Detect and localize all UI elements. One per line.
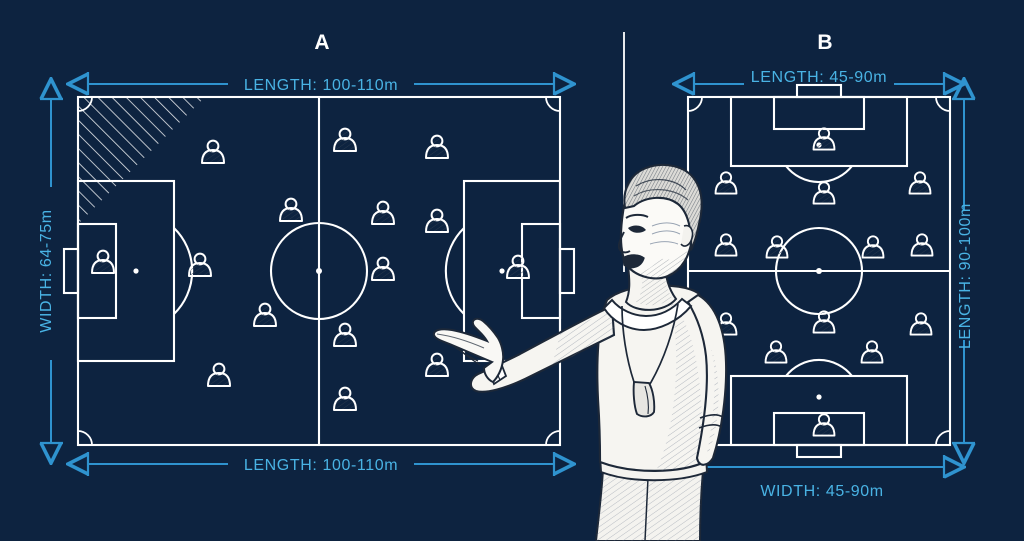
pitch-b-top-goal (795, 83, 843, 99)
dim-b-length-top (694, 72, 944, 95)
dim-label-a-length-top: LENGTH: 100-110m (244, 77, 398, 94)
pitch-b-corner-br (935, 430, 951, 446)
pitch-b-players (714, 127, 934, 437)
dim-label-b-length-right: LENGTH: 90-100m (957, 203, 974, 349)
player-marker (765, 235, 789, 259)
player-marker (425, 134, 449, 159)
dim-label-b-width-bottom: WIDTH: 45-90m (760, 483, 883, 500)
player-marker (91, 249, 115, 274)
player-marker (253, 302, 277, 327)
player-marker (909, 312, 933, 336)
player-marker (333, 322, 357, 347)
pitch-a-right-goal (558, 247, 576, 295)
pitch-b-corner-tl (687, 96, 703, 112)
pitch-a (62, 95, 576, 447)
player-marker (812, 310, 836, 334)
dim-label-a-width-left: WIDTH: 64-75m (38, 209, 55, 332)
player-marker (207, 362, 231, 387)
player-marker (333, 127, 357, 152)
dim-a-length-top (88, 72, 554, 95)
dim-label-a-length-bottom: LENGTH: 100-110m (244, 457, 398, 474)
pitch-b-bottom-arc (785, 359, 853, 377)
pitch-a-corner-tl (77, 96, 93, 112)
pitch-b-centre-spot (816, 268, 822, 274)
pitch-a-centre-circle (269, 221, 369, 321)
pitch-b-bottom-goal (795, 443, 843, 459)
pitch-a-corner-br (545, 430, 561, 446)
pitch-b-bottom-penalty-spot (816, 394, 822, 400)
player-marker (506, 254, 530, 279)
player-marker (764, 340, 788, 364)
player-marker (425, 352, 449, 377)
player-marker (812, 413, 836, 437)
player-marker (371, 256, 395, 281)
pitch-a-corner-bl (77, 430, 93, 446)
player-marker (714, 171, 738, 195)
pitch-a-players (91, 127, 530, 411)
pitch-a-right-penalty-spot (499, 268, 505, 274)
player-marker (201, 139, 225, 164)
dim-label-b-length-top: LENGTH: 45-90m (751, 69, 887, 86)
pitch-a-centre-spot (316, 268, 322, 274)
panel-a-label: A (314, 31, 329, 54)
panel-b-label: B (817, 31, 832, 54)
player-marker (908, 171, 932, 195)
player-marker (812, 181, 836, 205)
player-marker (333, 386, 357, 411)
player-marker (910, 233, 934, 257)
dim-a-width-left (40, 99, 63, 443)
dim-a-length-bottom (88, 452, 554, 476)
player-marker (860, 340, 884, 364)
player-marker (188, 252, 212, 277)
player-marker (812, 127, 836, 151)
pitch-a-right-arc (444, 227, 465, 315)
pitch-b-top-arc (785, 165, 853, 183)
pitch-a-left-goal (62, 247, 80, 295)
player-marker (425, 208, 449, 233)
pitch-b-corner-tr (935, 96, 951, 112)
player-marker (714, 233, 738, 257)
pitch-a-corner-tr (545, 96, 561, 112)
coach-body (432, 163, 728, 541)
pitch-a-left-penalty-spot (133, 268, 139, 274)
player-marker (371, 200, 395, 225)
player-marker (861, 235, 885, 259)
dim-b-length-right (952, 99, 975, 443)
player-marker (279, 197, 303, 222)
